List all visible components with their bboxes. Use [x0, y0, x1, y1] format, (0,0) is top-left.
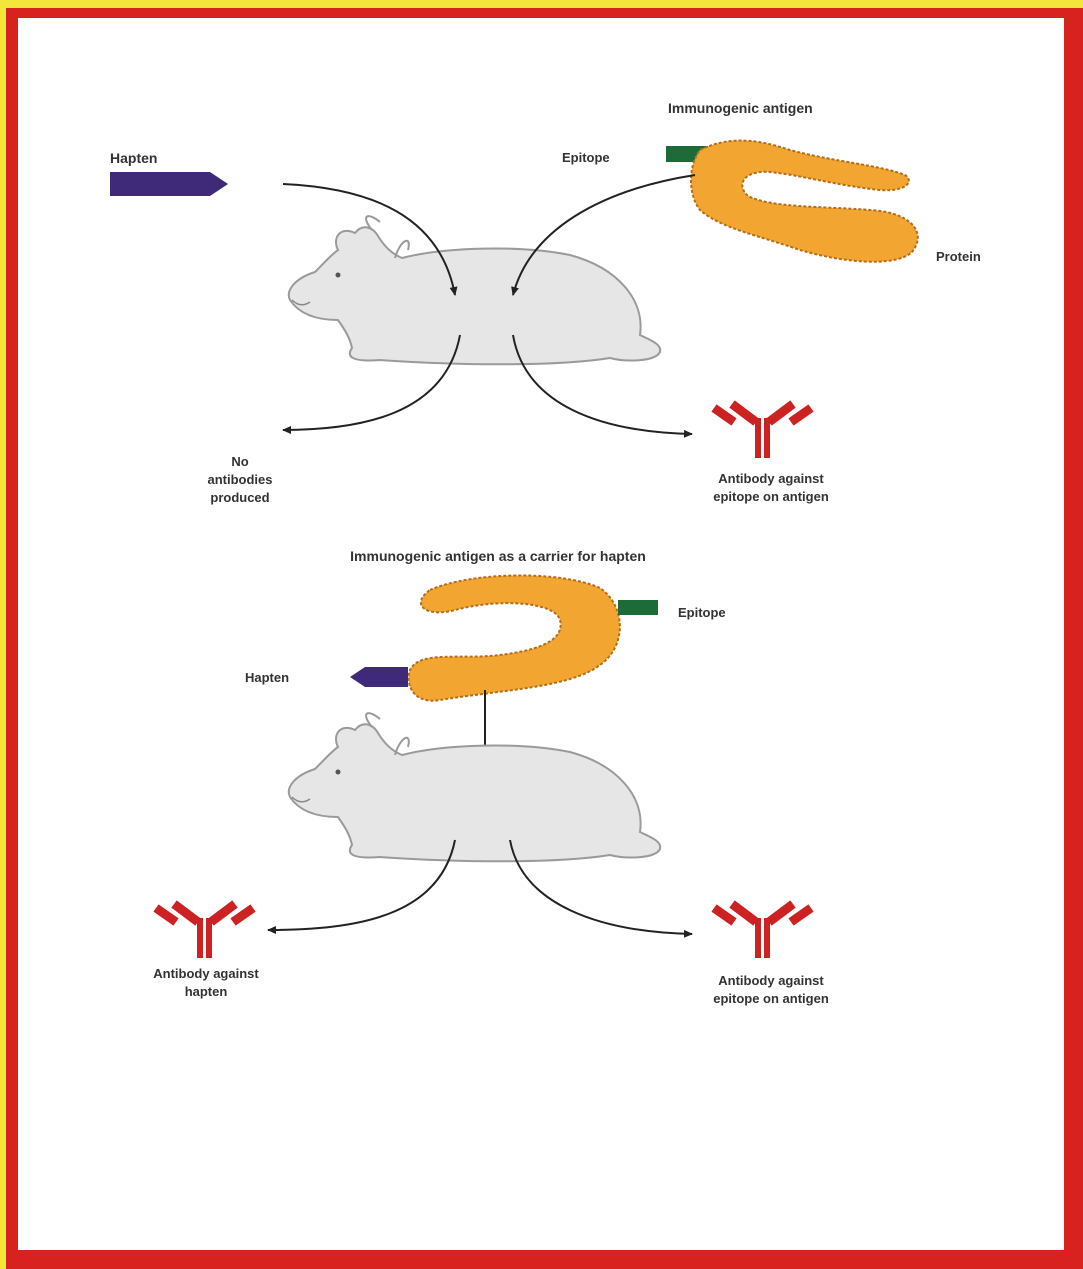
hapten-label-bottom: Hapten	[245, 670, 289, 685]
rabbit-bottom	[289, 713, 660, 861]
antibody-icon-top	[714, 404, 811, 458]
antibody-epitope-top-line2: epitope on antigen	[713, 489, 829, 504]
no-antibodies-line3: produced	[210, 490, 269, 505]
immunogenic-antigen-title: Immunogenic antigen	[668, 100, 813, 116]
epitope-shape-bottom	[618, 600, 658, 615]
antibody-icon-hapten	[156, 904, 253, 958]
epitope-label-bottom: Epitope	[678, 605, 726, 620]
antibody-hapten-line1: Antibody against	[153, 966, 259, 981]
rabbit-top	[289, 216, 660, 364]
antibody-epitope-bottom-line2: epitope on antigen	[713, 991, 829, 1006]
no-antibodies-line1: No	[231, 454, 248, 469]
antibody-epitope-bottom-line1: Antibody against	[718, 973, 824, 988]
antibody-epitope-top-line1: Antibody against	[718, 471, 824, 486]
carrier-section-title: Immunogenic antigen as a carrier for hap…	[350, 548, 646, 564]
hapten-shape-bottom	[350, 667, 408, 687]
epitope-label-top: Epitope	[562, 150, 610, 165]
hapten-shape-top	[110, 172, 228, 196]
antibody-hapten-line2: hapten	[185, 984, 228, 999]
protein-label: Protein	[936, 249, 981, 264]
hapten-label-top: Hapten	[110, 150, 157, 166]
no-antibodies-line2: antibodies	[207, 472, 272, 487]
antibody-icon-bottom	[714, 904, 811, 958]
protein-shape-top	[691, 141, 918, 262]
protein-shape-bottom	[409, 575, 620, 700]
